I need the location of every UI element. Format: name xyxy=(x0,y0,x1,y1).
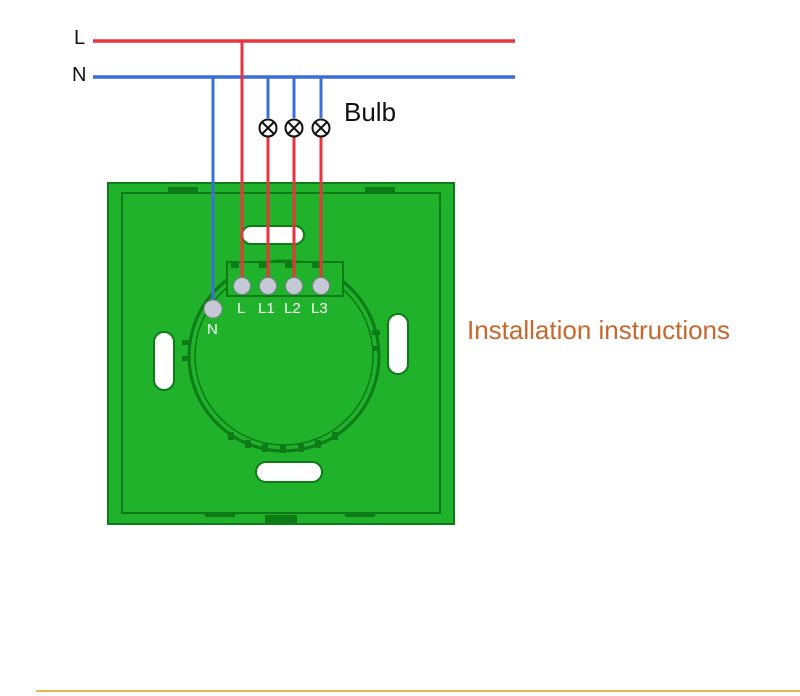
bottom-divider xyxy=(36,690,800,692)
terminal-label-l2: L2 xyxy=(284,300,301,317)
installation-caption: Installation instructions xyxy=(467,315,731,345)
terminal-label-l1: L1 xyxy=(258,300,275,317)
terminal-label-n: N xyxy=(207,321,218,338)
line-wire-label: L xyxy=(74,27,85,49)
terminal-screw-n xyxy=(203,299,223,319)
terminal-label-l: L xyxy=(237,300,245,317)
terminal-screw-l1 xyxy=(259,277,277,295)
bulb-icon xyxy=(311,118,331,138)
bulb-load-wires xyxy=(266,137,323,284)
mounting-clip-left xyxy=(153,331,190,391)
bulb-icon xyxy=(258,118,278,138)
bulb-label: Bulb xyxy=(344,97,396,127)
bulb-icon xyxy=(284,118,304,138)
terminal-screw-l2 xyxy=(285,277,303,295)
neutral-wire-label: N xyxy=(72,64,86,86)
terminal-screw-l xyxy=(233,277,251,295)
terminal-label-l3: L3 xyxy=(311,300,328,317)
mounting-clip-right xyxy=(372,313,409,375)
mounting-clip-bottom xyxy=(255,461,323,483)
bulb-neutral-wires xyxy=(266,77,323,118)
terminal-screw-l3 xyxy=(312,277,330,295)
